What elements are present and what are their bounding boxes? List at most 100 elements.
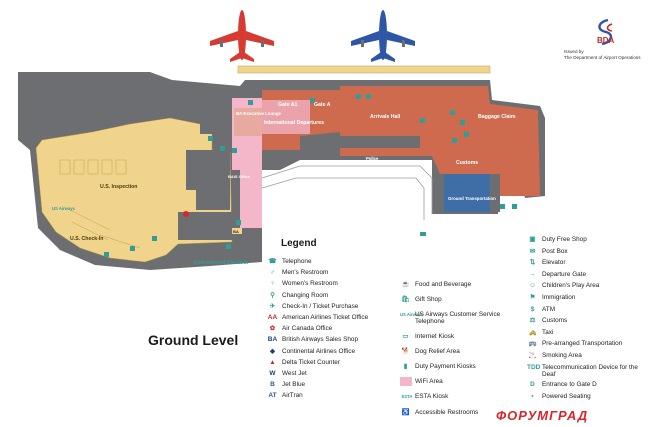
wifi-area-icon (400, 377, 412, 387)
internet-kiosk-icon: ▭ (402, 332, 409, 340)
label-ba-executive-lounge: BA Executive Lounge (236, 111, 282, 116)
ba-executive-lounge (234, 108, 262, 136)
legend-label: Smoking Area (542, 352, 582, 359)
legend-label: Jet Blue (282, 381, 306, 389)
label-baggage-claim: Baggage Claim (478, 114, 516, 120)
legend-label: Elevator (542, 259, 566, 267)
legend-label: AirTran (282, 392, 303, 400)
legend-label: Delta Ticket Counter (282, 358, 340, 366)
legend-label: Changing Room (282, 291, 329, 299)
legend-label: Post Box (542, 247, 568, 255)
continental-airlines-office-icon: ◆ (270, 347, 275, 355)
label-gate-a1: Gate A1 (278, 102, 298, 108)
delta-ticket-counter-icon: ▲ (269, 358, 276, 366)
label-police: Police (366, 156, 379, 161)
telecommunication-device-for-the-deaf-icon: TDD (527, 363, 541, 371)
legend-label: Gift Shop (415, 296, 442, 304)
roadway (261, 165, 433, 220)
customs-icon: ⚖ (529, 317, 536, 325)
powered-seating-icon: ▪ (531, 392, 534, 400)
accessible-restrooms-icon: ♿ (401, 408, 410, 416)
gift-shop-icon: 🛍 (401, 296, 410, 304)
ba-marker (232, 228, 242, 234)
legend-label: Powered Seating (542, 392, 591, 400)
legend-label: Duty Free Shop (542, 236, 587, 243)
legend-label: Internet Kiosk (415, 332, 455, 340)
legend-label: Duty Payment Kiosks (415, 363, 476, 370)
label-us-inspection: U.S. Inspection (100, 184, 137, 190)
legend-label: Food and Beverage (415, 281, 472, 288)
post-box-icon: ✉ (529, 247, 536, 255)
american-airlines-ticket-office-icon: AA (267, 314, 278, 321)
label-ground-transportation: Ground Transportation (448, 196, 496, 201)
legend-label: Entrance to Gate D (542, 381, 597, 389)
gate-apron-strip (237, 65, 491, 74)
legend-label: Check-In / Ticket Purchase (282, 302, 359, 310)
customs-block (446, 146, 490, 174)
legend-label: Telecommunication Device for the Deaf (542, 363, 638, 378)
airtran-icon: AT (268, 392, 277, 400)
label-us-check-in: U.S. Check-In (70, 236, 103, 242)
bda-logo-icon (598, 18, 613, 46)
duty-payment-kiosks-icon: ▮ (403, 363, 408, 370)
jet-blue-icon: B (270, 381, 275, 389)
legend-title: Legend (281, 238, 317, 249)
west-jet-icon: W (269, 370, 276, 377)
legend-label: Children's Play Area (542, 282, 600, 290)
legend-label: Taxi (542, 328, 554, 336)
entrance-to-gate-d-icon: D (530, 381, 535, 389)
elevator-icon: ⇅ (529, 259, 536, 267)
pre-arranged-transportation-icon: 🚌 (528, 340, 537, 348)
legend-label: Departure Gate (542, 270, 587, 278)
label-us-airways: US Airways (52, 206, 76, 211)
label-gate-a: Gate A (314, 102, 331, 108)
legend-label: Dog Relief Area (415, 347, 460, 355)
legend-label: Continental Airlines Office (282, 347, 356, 355)
issuer-text: Issued by The Department of Airport Oper… (564, 49, 641, 60)
legend-label: Accessible Restrooms (415, 408, 479, 416)
legend-label: British Airways Sales Shop (282, 336, 359, 344)
bda-logo-text: BDA (597, 36, 615, 45)
duty-free-shop-icon: ▣ (529, 236, 536, 243)
wifi-area-corridor (240, 150, 262, 228)
immigration-icon: ⚑ (529, 294, 536, 301)
legend-label: West Jet (282, 370, 307, 377)
departure-gate-icon: → (529, 270, 536, 278)
food-and-beverage-icon: ☕ (401, 281, 410, 288)
legend-label: Pre-arranged Transportation (542, 340, 623, 348)
svg-text:BA: BA (233, 229, 239, 234)
check-in-ticket-purchase-icon: ✈ (269, 302, 276, 310)
legend-label: WiFi Area (415, 378, 443, 386)
ground-transportation-block (444, 174, 490, 212)
legend-column-1: ☎Telephone♂Men's Restroom♀Women's Restro… (267, 256, 407, 416)
legend-label: Immigration (542, 294, 576, 301)
changing-room-icon: ⚲ (270, 291, 275, 299)
issuer-line-2: The Department of Airport Operations (564, 54, 641, 60)
label-arrivals-hall: Arrivals Hall (370, 114, 401, 120)
smoking-area-icon: 🚬 (528, 352, 537, 359)
legend-label: Customs (542, 317, 568, 325)
legend-column-3: ▣ Duty Free Shop ✉ Post Box ⇅ Elevator → Depart… (527, 234, 650, 414)
red-airplane-icon (210, 10, 274, 62)
legend-label: American Airlines Ticket Office (282, 314, 369, 321)
atm-icon: $ (530, 305, 535, 313)
telephone-icon: ☎ (268, 258, 277, 265)
air-canada-office-icon: ✿ (269, 325, 276, 333)
air-canada-marker (183, 211, 189, 217)
floor-level-title: Ground Level (148, 332, 239, 348)
label-international-check-in: International Check-In (194, 260, 248, 266)
esta-kiosk-icon: ESTA (401, 394, 413, 400)
british-airways-sales-shop-icon: BA (267, 336, 278, 344)
legend-label: Women's Restroom (282, 280, 338, 288)
taxi-icon: 🚕 (528, 328, 537, 336)
label-bais-office: BAIS Office (228, 174, 251, 179)
watermark-text: ФОРУМГРАД (496, 408, 589, 423)
us-airways-customer-service-telephone-icon: US Airways (400, 312, 423, 318)
legend-label: ESTA Kiosk (415, 393, 449, 401)
issuer-line-1: Issued by (564, 49, 584, 54)
label-international-departures: International Departures (264, 120, 324, 126)
children-s-play-area-icon: ☺ (529, 282, 536, 290)
women-s-restroom-icon: ♀ (270, 280, 275, 288)
